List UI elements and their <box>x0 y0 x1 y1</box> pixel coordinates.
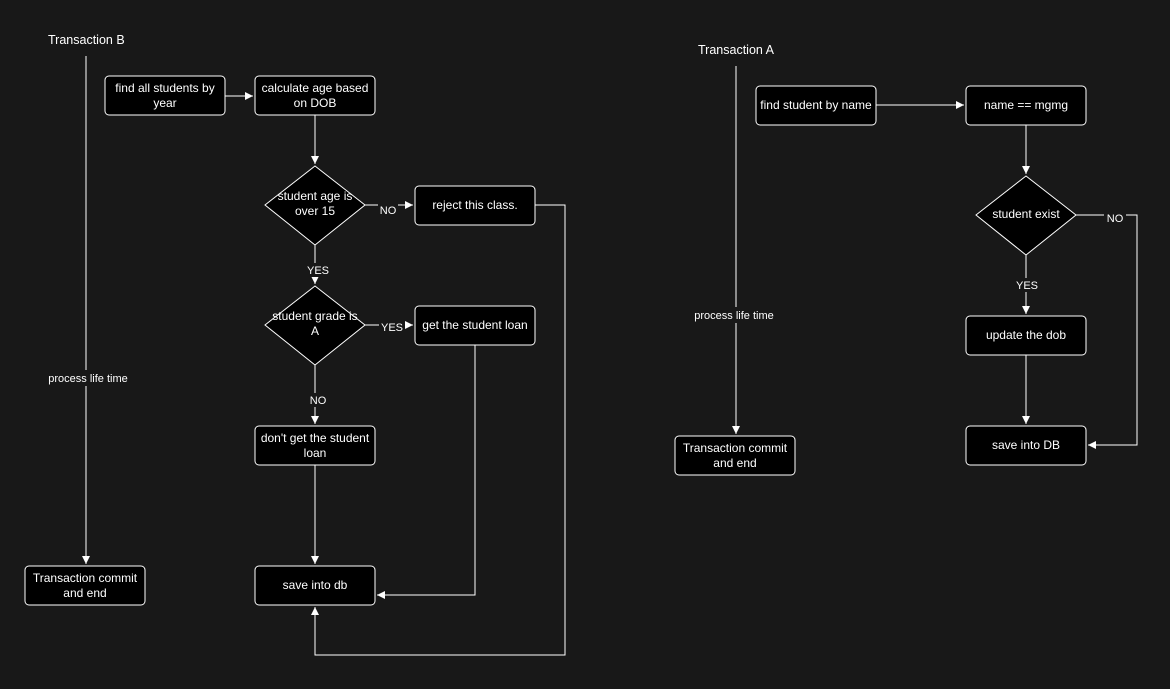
node-label-line: name == mgmg <box>984 98 1068 112</box>
transaction-a-commit-node[interactable]: Transaction commit and end <box>674 435 796 476</box>
edge-label-bg <box>1104 211 1126 225</box>
transaction-a-title: Transaction A <box>698 43 775 57</box>
edge-label-grade-no: NO <box>310 395 327 407</box>
no-student-loan-node[interactable]: don't get the student loan <box>254 425 376 466</box>
edge-label-grade-yes: YES <box>381 322 403 334</box>
node-label-line: student grade is <box>272 309 357 323</box>
grade-check-decision[interactable]: student grade is A <box>264 285 366 366</box>
edge-loan-to-save <box>377 345 476 599</box>
edge-label-bg <box>378 203 398 217</box>
transaction-b-commit-node[interactable]: Transaction commit and end <box>24 565 146 606</box>
node-label-line: save into db <box>283 578 348 592</box>
calculate-age-node[interactable]: calculate age based on DOB <box>254 75 376 116</box>
node-label-line: loan <box>304 446 327 460</box>
node-label-line: year <box>153 96 176 110</box>
edge-label-bg <box>306 393 328 407</box>
node-label-line: on DOB <box>294 96 337 110</box>
edge-label-exist-yes: YES <box>1016 280 1038 292</box>
node-label-line: student exist <box>992 207 1060 221</box>
save-into-db-node[interactable]: save into db <box>254 565 376 606</box>
edge-label-age-no: NO <box>380 205 397 217</box>
transaction-a-lifetime-label: process life time <box>694 310 773 322</box>
node-label-line: Transaction commit <box>683 441 788 455</box>
node-label-line: find all students by <box>115 81 214 95</box>
find-all-students-node[interactable]: find all students by year <box>104 75 226 116</box>
node-label-line: student age is <box>278 189 353 203</box>
node-label-line: reject this class. <box>432 198 517 212</box>
node-label-line: don't get the student <box>261 431 370 445</box>
transaction-b-lifetime-label: process life time <box>48 373 127 385</box>
edge-reject-to-save <box>311 204 566 656</box>
edge-label-age-yes: YES <box>307 265 329 277</box>
node-label-line: and end <box>713 456 756 470</box>
node-label-line: calculate age based <box>262 81 369 95</box>
age-check-decision[interactable]: student age is over 15 <box>264 165 366 246</box>
student-exist-decision[interactable]: student exist <box>975 175 1077 256</box>
node-label-line: save into DB <box>992 438 1060 452</box>
transaction-b-group: Transaction B process life time Transact… <box>24 33 566 656</box>
name-check-node[interactable]: name == mgmg <box>965 85 1087 126</box>
reject-class-node[interactable]: reject this class. <box>414 185 536 226</box>
update-dob-node[interactable]: update the dob <box>965 315 1087 356</box>
transaction-b-title: Transaction B <box>48 33 125 47</box>
node-label-line: A <box>311 324 319 338</box>
edge-label-bg <box>379 320 405 334</box>
find-student-by-name-node[interactable]: find student by name <box>755 85 877 126</box>
save-into-db-a-node[interactable]: save into DB <box>965 425 1087 466</box>
lifetime-label-bg <box>692 307 778 323</box>
get-student-loan-node[interactable]: get the student loan <box>414 305 536 346</box>
transaction-a-group: Transaction A process life time Transact… <box>674 43 1138 476</box>
node-label-line: and end <box>63 586 106 600</box>
node-label-line: Transaction commit <box>33 571 138 585</box>
node-label-line: find student by name <box>760 98 872 112</box>
edge-label-exist-no: NO <box>1107 213 1124 225</box>
node-label-line: over 15 <box>295 204 335 218</box>
edge-label-bg <box>1014 278 1040 292</box>
edge-label-bg <box>304 263 330 277</box>
node-label-line: get the student loan <box>422 318 527 332</box>
lifetime-label-bg <box>44 370 130 386</box>
node-label-line: update the dob <box>986 328 1066 342</box>
